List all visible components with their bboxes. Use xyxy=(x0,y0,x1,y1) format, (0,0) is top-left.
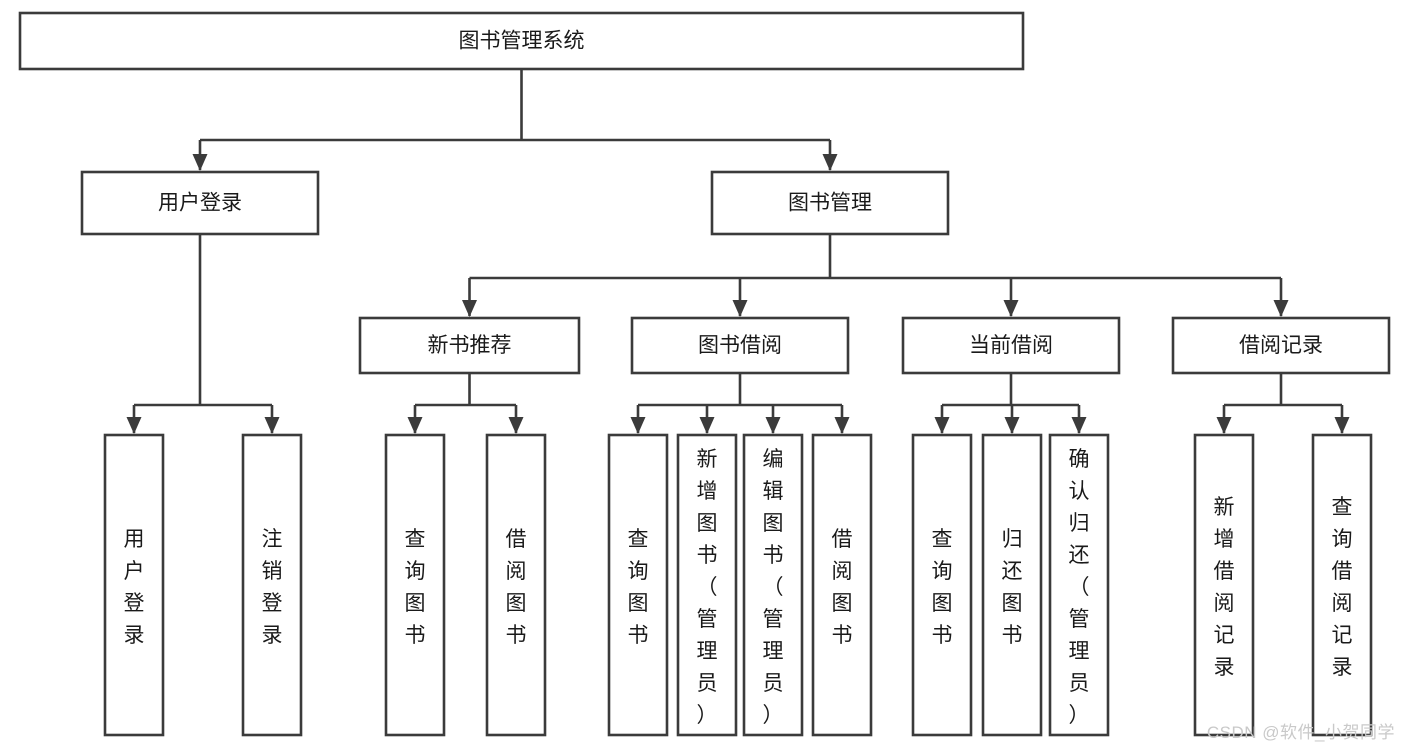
node-box-leaf-confirm-return-admin[interactable] xyxy=(1048,433,1110,737)
node-label-user-login: 用户登录 xyxy=(158,192,242,215)
node-label-leaf-edit-book-admin: 编辑图书（管理员） xyxy=(763,448,784,727)
node-box-leaf-query-book-borrow[interactable] xyxy=(607,433,669,737)
node-box-leaf-borrow-book-recommend[interactable] xyxy=(485,433,547,737)
node-label-borrow-record: 借阅记录 xyxy=(1239,334,1323,357)
node-label-leaf-borrow-book-recommend: 借阅图书 xyxy=(506,528,527,647)
node-box-book-borrow[interactable] xyxy=(630,316,850,375)
connector-group xyxy=(407,373,524,434)
node-leaf-borrow-book[interactable]: 借阅图书 xyxy=(811,433,873,737)
arrow-head-icon xyxy=(822,154,838,171)
node-label-leaf-query-borrow-record: 查询借阅记录 xyxy=(1332,496,1353,679)
arrow-head-icon xyxy=(407,417,423,434)
arrow-head-icon xyxy=(834,417,850,434)
connector-group xyxy=(1216,373,1350,434)
node-box-leaf-user-login[interactable] xyxy=(103,433,165,737)
node-label-leaf-confirm-return-admin: 确认归还（管理员） xyxy=(1069,448,1090,727)
node-user-login[interactable]: 用户登录 xyxy=(80,170,320,236)
node-box-leaf-query-book-current[interactable] xyxy=(911,433,973,737)
arrow-head-icon xyxy=(934,417,950,434)
node-book-borrow[interactable]: 图书借阅 xyxy=(630,316,850,375)
node-leaf-query-book-recommend[interactable]: 查询图书 xyxy=(384,433,446,737)
connector-group xyxy=(934,373,1087,434)
node-leaf-confirm-return-admin[interactable]: 确认归还（管理员） xyxy=(1048,433,1110,737)
connector-group xyxy=(462,234,1289,317)
node-label-root: 图书管理系统 xyxy=(459,30,585,53)
arrow-head-icon xyxy=(1071,417,1087,434)
node-box-leaf-query-borrow-record[interactable] xyxy=(1311,433,1373,737)
node-box-book-manage[interactable] xyxy=(710,170,950,236)
node-label-leaf-borrow-book: 借阅图书 xyxy=(832,528,853,647)
node-layer: 图书管理系统用户登录图书管理新书推荐图书借阅当前借阅借阅记录用户登录注销登录查询… xyxy=(18,11,1391,737)
node-leaf-edit-book-admin[interactable]: 编辑图书（管理员） xyxy=(742,433,804,737)
arrow-head-icon xyxy=(126,417,142,434)
node-label-leaf-query-book-current: 查询图书 xyxy=(932,528,953,647)
node-box-leaf-return-book[interactable] xyxy=(981,433,1043,737)
arrow-head-icon xyxy=(508,417,524,434)
arrow-head-icon xyxy=(462,300,477,317)
arrow-head-icon xyxy=(1004,417,1020,434)
node-current-borrow[interactable]: 当前借阅 xyxy=(901,316,1121,375)
arrow-head-icon xyxy=(192,154,208,171)
arrow-head-icon xyxy=(264,417,280,434)
node-label-leaf-add-book-admin: 新增图书（管理员） xyxy=(697,448,718,727)
node-box-root[interactable] xyxy=(18,11,1025,71)
node-root[interactable]: 图书管理系统 xyxy=(18,11,1025,71)
node-box-leaf-query-book-recommend[interactable] xyxy=(384,433,446,737)
arrow-head-icon xyxy=(699,417,715,434)
node-label-book-manage: 图书管理 xyxy=(788,192,872,215)
node-leaf-add-book-admin[interactable]: 新增图书（管理员） xyxy=(676,433,738,737)
node-box-current-borrow[interactable] xyxy=(901,316,1121,375)
arrow-head-icon xyxy=(1334,417,1350,434)
connector-group xyxy=(192,69,838,171)
node-leaf-query-borrow-record[interactable]: 查询借阅记录 xyxy=(1311,433,1373,737)
node-label-new-book-recommend: 新书推荐 xyxy=(428,334,512,357)
node-leaf-query-book-current[interactable]: 查询图书 xyxy=(911,433,973,737)
node-leaf-return-book[interactable]: 归还图书 xyxy=(981,433,1043,737)
node-box-new-book-recommend[interactable] xyxy=(358,316,581,375)
node-leaf-user-login[interactable]: 用户登录 xyxy=(103,433,165,737)
node-borrow-record[interactable]: 借阅记录 xyxy=(1171,316,1391,375)
node-leaf-query-book-borrow[interactable]: 查询图书 xyxy=(607,433,669,737)
node-leaf-add-borrow-record[interactable]: 新增借阅记录 xyxy=(1193,433,1255,737)
node-box-borrow-record[interactable] xyxy=(1171,316,1391,375)
node-label-leaf-query-book-recommend: 查询图书 xyxy=(405,528,426,647)
node-label-leaf-user-logout: 注销登录 xyxy=(262,528,283,647)
node-label-current-borrow: 当前借阅 xyxy=(969,334,1053,357)
node-new-book-recommend[interactable]: 新书推荐 xyxy=(358,316,581,375)
node-leaf-user-logout[interactable]: 注销登录 xyxy=(241,433,303,737)
node-box-leaf-borrow-book[interactable] xyxy=(811,433,873,737)
node-box-leaf-add-book-admin[interactable] xyxy=(676,433,738,737)
node-box-leaf-edit-book-admin[interactable] xyxy=(742,433,804,737)
node-label-leaf-user-login: 用户登录 xyxy=(124,528,145,647)
node-label-leaf-return-book: 归还图书 xyxy=(1002,528,1023,647)
node-label-book-borrow: 图书借阅 xyxy=(698,334,782,357)
connector-layer xyxy=(126,69,1350,434)
csdn-watermark: CSDN @软件_小贺同学 xyxy=(1206,723,1395,742)
arrow-head-icon xyxy=(765,417,781,434)
node-label-leaf-query-book-borrow: 查询图书 xyxy=(628,528,649,647)
connector-group xyxy=(630,373,850,434)
arrow-head-icon xyxy=(1273,300,1289,317)
node-box-leaf-user-logout[interactable] xyxy=(241,433,303,737)
node-leaf-borrow-book-recommend[interactable]: 借阅图书 xyxy=(485,433,547,737)
node-book-manage[interactable]: 图书管理 xyxy=(710,170,950,236)
connector-group xyxy=(126,234,280,434)
arrow-head-icon xyxy=(1003,300,1019,317)
arrow-head-icon xyxy=(630,417,646,434)
node-label-leaf-add-borrow-record: 新增借阅记录 xyxy=(1214,496,1235,679)
node-box-user-login[interactable] xyxy=(80,170,320,236)
arrow-head-icon xyxy=(732,300,748,317)
node-box-leaf-add-borrow-record[interactable] xyxy=(1193,433,1255,737)
arrow-head-icon xyxy=(1216,417,1232,434)
